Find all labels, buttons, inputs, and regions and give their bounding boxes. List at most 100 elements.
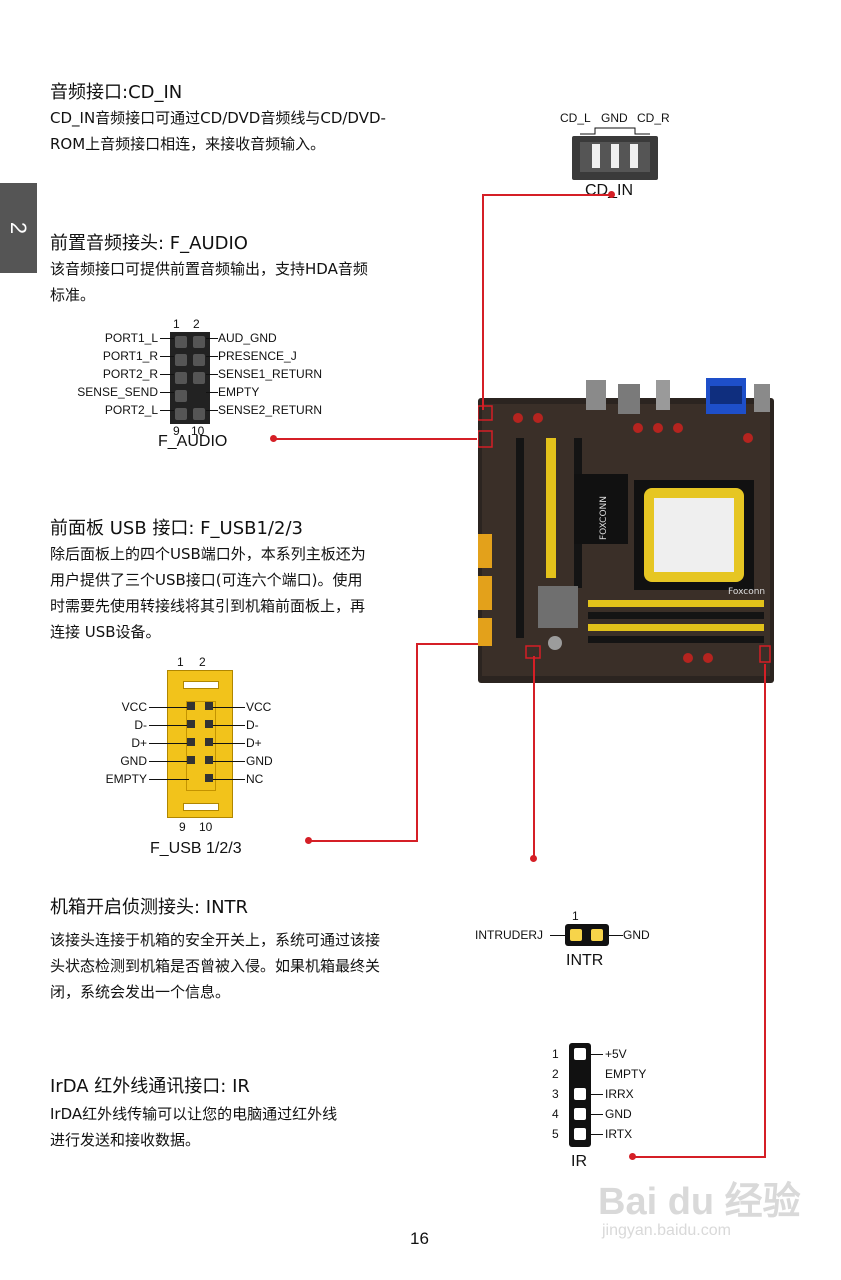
f-audio-right-label: SENSE2_RETURN: [218, 403, 323, 417]
f-audio-pin-10: 10: [191, 424, 205, 438]
cd-in-label-gnd: GND: [601, 111, 628, 125]
f-usb-desc-line: 时需要先使用转接线将其引到机箱前面板上，再: [50, 597, 366, 615]
f-usb-left-label: D-: [134, 718, 147, 732]
f-audio-desc-line: 该音频接口可提供前置音频输出，支持HDA音频: [50, 260, 368, 278]
f-audio-left-label: PORT2_R: [102, 367, 158, 381]
baidu-watermark-url: jingyan.baidu.com: [602, 1222, 731, 1239]
f-usb-right-label: NC: [246, 772, 264, 786]
f-usb-leader-line: [308, 840, 418, 842]
f-usb-right-label: D+: [246, 736, 262, 750]
f-usb-desc-line: 连接 USB设备。: [50, 623, 161, 641]
ir-leader-line: [632, 1156, 766, 1158]
f-usb-desc: 除后面板上的四个USB端口外，本系列主板还为 用户提供了三个USB接口(可连六个…: [50, 541, 422, 645]
cd-in-diagram: CD_L GND CD_R CD_IN: [555, 108, 675, 203]
ir-leader-dot: [629, 1153, 636, 1160]
f-usb-right-label: D-: [246, 718, 259, 732]
intr-leader-line: [533, 656, 535, 858]
f-usb-left-label: EMPTY: [105, 772, 147, 786]
cd-in-leader-dot: [608, 191, 615, 198]
chapter-tab: 2: [0, 183, 37, 273]
ir-pin-label: EMPTY: [605, 1067, 647, 1081]
f-audio-title: 前置音频接头: F_AUDIO: [50, 233, 248, 254]
f-audio-left-label: PORT1_L: [104, 331, 158, 345]
f-usb-leader-dot: [305, 837, 312, 844]
f-audio-desc-line: 标准。: [50, 286, 96, 304]
intr-caption: INTR: [566, 952, 604, 969]
cd-in-label-cdr: CD_R: [637, 111, 670, 125]
motherboard-image: FOXCONN Foxconn: [477, 378, 774, 683]
ir-pin-number: 3: [552, 1087, 559, 1101]
cd-in-leader-line: [482, 194, 484, 410]
ir-pin-label: IRRX: [605, 1087, 634, 1101]
ir-desc-line: IrDA红外线传输可以让您的电脑通过红外线: [50, 1105, 338, 1123]
f-audio-diagram: 1 2 PORT1_L PORT1_R PORT2_R SENSE_SEND P…: [60, 315, 350, 455]
f-audio-leader-dot: [270, 435, 277, 442]
ir-header-icon: [569, 1043, 591, 1147]
ir-desc: IrDA红外线传输可以让您的电脑通过红外线 进行发送和接收数据。: [50, 1101, 422, 1153]
ir-diagram: 1 2 3 4 5 +5V EMPTY IRRX GND IRTX IR: [545, 1043, 665, 1173]
f-audio-right-label: SENSE1_RETURN: [218, 367, 323, 381]
intr-desc-line: 头状态检测到机箱是否曾被入侵。如果机箱最终关: [50, 957, 381, 975]
ir-pin-number: 4: [552, 1107, 559, 1121]
f-audio-right-label: PRESENCE_J: [218, 349, 297, 363]
f-usb-leader-line: [416, 643, 418, 842]
f-usb-right-label: GND: [246, 754, 273, 768]
f-audio-left-label: PORT1_R: [102, 349, 158, 363]
f-usb-pin-2: 2: [199, 655, 206, 669]
f-usb-desc-line: 用户提供了三个USB接口(可连六个端口)。使用: [50, 571, 363, 589]
f-audio-desc: 该音频接口可提供前置音频输出，支持HDA音频 标准。: [50, 256, 422, 308]
intr-desc: 该接头连接于机箱的安全开关上，系统可通过该接 头状态检测到机箱是否曾被入侵。如果…: [50, 927, 422, 1005]
f-usb-pin-10: 10: [199, 820, 213, 834]
ir-caption: IR: [571, 1153, 587, 1170]
ir-pin-number: 5: [552, 1127, 559, 1141]
cd-in-label-cdl: CD_L: [560, 111, 591, 125]
f-usb-pin-1: 1: [177, 655, 184, 669]
f-usb-caption: F_USB 1/2/3: [150, 840, 242, 857]
f-usb-left-label: D+: [131, 736, 147, 750]
baidu-watermark-logo: Bai du 经验: [598, 1181, 801, 1223]
f-usb-diagram: 1 2 VCC D- D+ GND EMPTY VCC D- D+ GND NC…: [95, 652, 295, 837]
ir-desc-line: 进行发送和接收数据。: [50, 1131, 201, 1149]
intr-jumper-icon: [565, 924, 609, 946]
f-audio-right-label: EMPTY: [218, 385, 260, 399]
intr-title: 机箱开启侦测接头: INTR: [50, 897, 249, 918]
intr-pin-1: 1: [572, 909, 579, 923]
ir-pin-label: IRTX: [605, 1127, 633, 1141]
motherboard-icon: FOXCONN Foxconn: [477, 378, 774, 683]
motherboard-chipset-brand: FOXCONN: [599, 496, 609, 540]
f-usb-leader-line: [416, 643, 478, 645]
f-audio-pin-9: 9: [173, 424, 180, 438]
f-usb-desc-line: 除后面板上的四个USB端口外，本系列主板还为: [50, 545, 366, 563]
ir-pin-number: 1: [552, 1047, 559, 1061]
f-usb-right-label: VCC: [246, 700, 272, 714]
motherboard-brand-label: Foxconn: [728, 587, 765, 597]
f-usb-pin-9: 9: [179, 820, 186, 834]
f-audio-header-icon: [170, 332, 210, 424]
intr-desc-line: 该接头连接于机箱的安全开关上，系统可通过该接: [50, 931, 381, 949]
cd-in-desc: CD_IN音频接口可通过CD/DVD音频线与CD/DVD- ROM上音频接口相连…: [50, 105, 422, 157]
f-audio-leader-line: [273, 438, 477, 440]
intr-desc-line: 闭，系统会发出一个信息。: [50, 983, 231, 1001]
cd-in-leader-line: [483, 194, 611, 196]
ir-pin-label: GND: [605, 1107, 632, 1121]
f-usb-left-label: VCC: [121, 700, 147, 714]
intr-left-label: INTRUDERJ: [475, 928, 543, 942]
f-audio-pin-2: 2: [193, 317, 200, 331]
ir-pin-number: 2: [552, 1067, 559, 1081]
cd-in-desc-line: CD_IN音频接口可通过CD/DVD音频线与CD/DVD-: [50, 109, 386, 127]
ir-pin-label: +5V: [605, 1047, 627, 1061]
f-audio-right-label: AUD_GND: [218, 331, 277, 345]
cd-in-title: 音频接口:CD_IN: [50, 82, 183, 103]
intr-right-label: GND: [623, 928, 650, 942]
f-usb-left-label: GND: [120, 754, 147, 768]
f-audio-pin-1: 1: [173, 317, 180, 331]
f-audio-left-label: PORT2_L: [104, 403, 158, 417]
intr-leader-dot: [530, 855, 537, 862]
f-usb-title: 前面板 USB 接口: F_USB1/2/3: [50, 518, 303, 539]
f-audio-left-label: SENSE_SEND: [77, 385, 158, 399]
ir-title: IrDA 红外线通讯接口: IR: [50, 1076, 250, 1097]
page-number: 16: [410, 1229, 429, 1248]
f-usb-header-icon: [167, 670, 233, 818]
cd-in-connector-icon: [572, 127, 658, 180]
ir-leader-line: [764, 664, 766, 1158]
